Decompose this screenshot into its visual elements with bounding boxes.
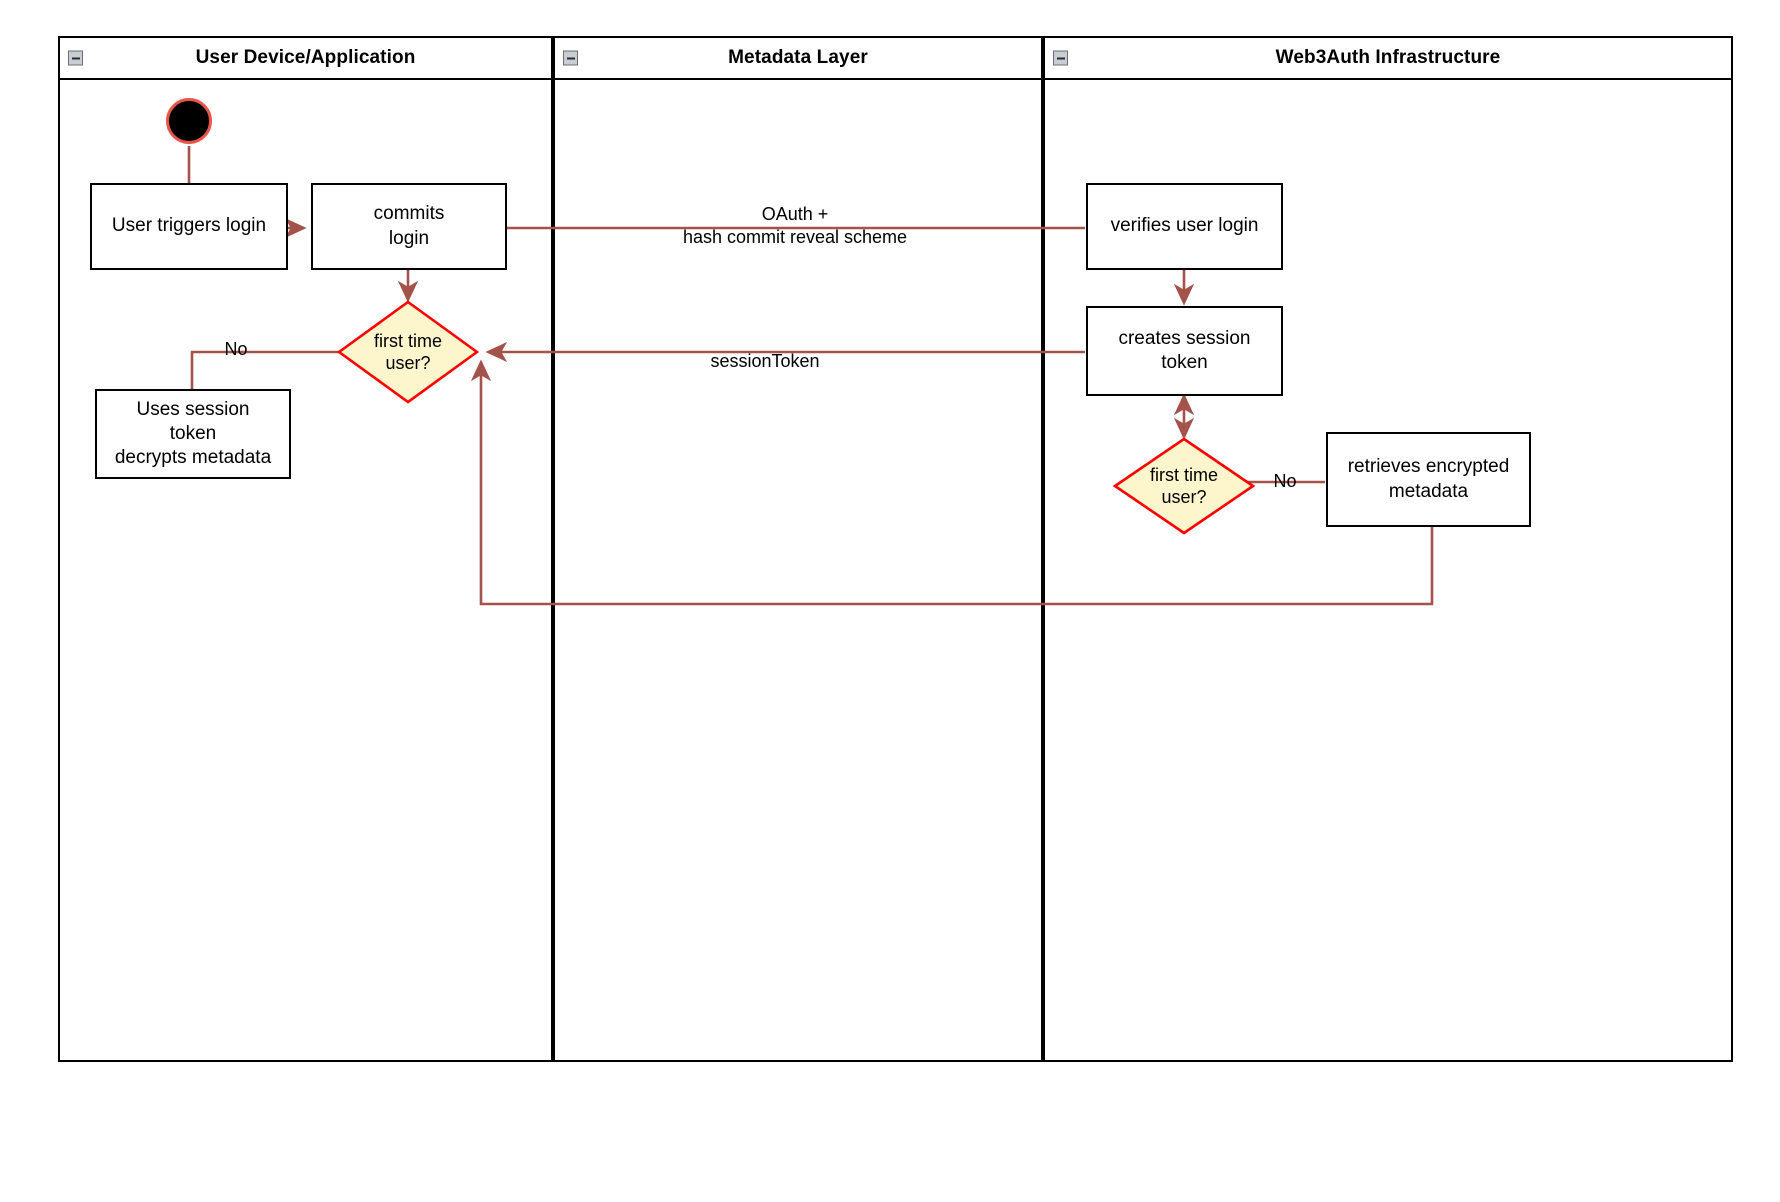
- swimlane-title-user-device: User Device/Application: [195, 47, 416, 68]
- decision-first-time-user-server[interactable]: first time user?: [1113, 437, 1255, 535]
- node-verifies-user-login[interactable]: verifies user login: [1086, 183, 1283, 270]
- start-node[interactable]: [166, 98, 212, 144]
- swimlane-header-user-device[interactable]: User Device/Application: [58, 36, 553, 80]
- swimlane-title-metadata-layer: Metadata Layer: [728, 47, 868, 68]
- edge-label-oauth: OAuth + hash commit reveal scheme: [682, 204, 908, 248]
- edge-label-session-token: sessionToken: [710, 351, 820, 371]
- swimlane-header-metadata-layer[interactable]: Metadata Layer: [553, 36, 1043, 80]
- swimlane-title-web3auth: Web3Auth Infrastructure: [1275, 47, 1501, 68]
- collapse-minus-icon[interactable]: [68, 50, 83, 66]
- edge-label-no-server: No: [1273, 471, 1297, 491]
- decision-first-time-user-client[interactable]: first time user?: [337, 300, 479, 404]
- swimlane-metadata-layer: [553, 36, 1043, 1062]
- edge-label-no-client: No: [224, 339, 248, 359]
- swimlane-header-web3auth[interactable]: Web3Auth Infrastructure: [1043, 36, 1733, 80]
- node-retrieves-encrypted-metadata[interactable]: retrieves encrypted metadata: [1326, 432, 1531, 527]
- node-commits-login[interactable]: commits login: [311, 183, 507, 270]
- collapse-minus-icon[interactable]: [1053, 50, 1068, 66]
- node-uses-session-token[interactable]: Uses session token decrypts metadata: [95, 389, 291, 479]
- collapse-minus-icon[interactable]: [563, 50, 578, 66]
- node-user-triggers-login[interactable]: User triggers login: [90, 183, 288, 270]
- node-creates-session-token[interactable]: creates session token: [1086, 306, 1283, 396]
